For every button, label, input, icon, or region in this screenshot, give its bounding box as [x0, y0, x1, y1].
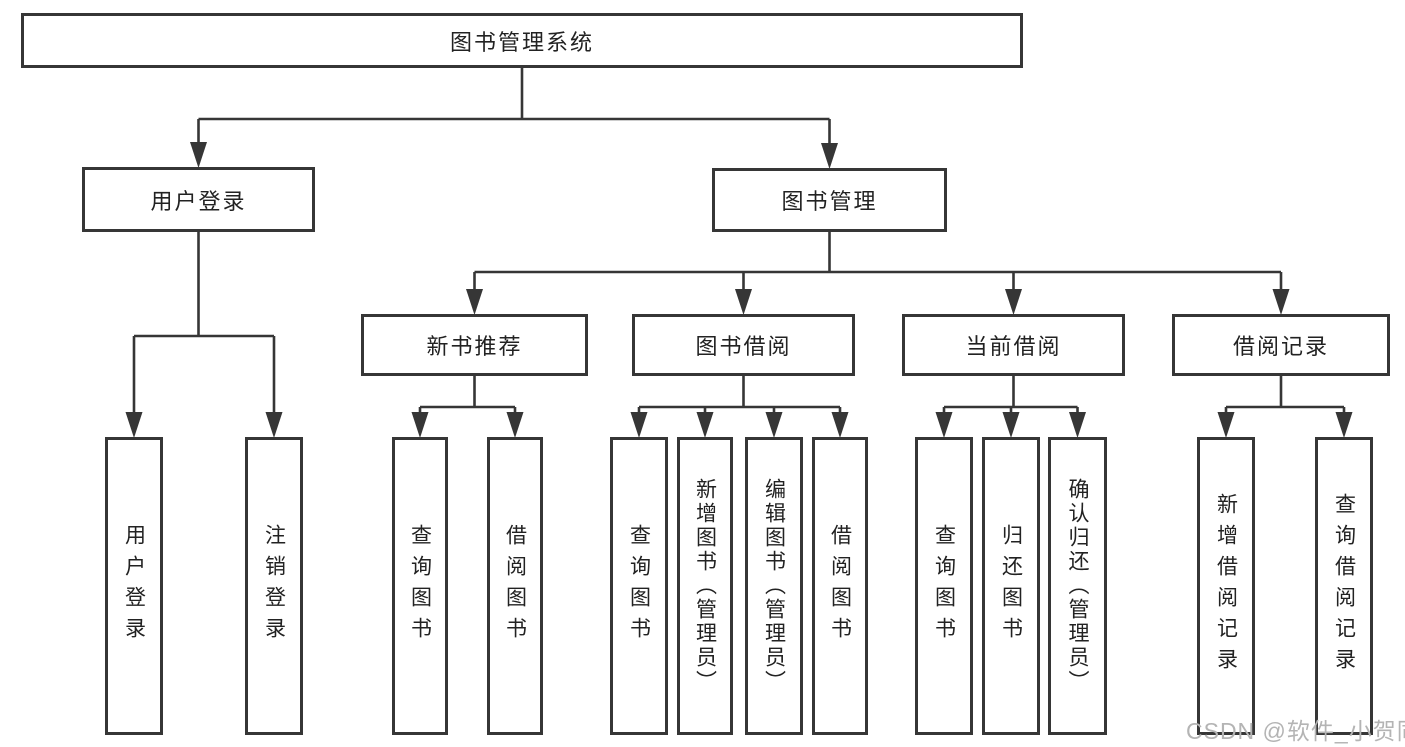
arrowhead-icon — [735, 289, 752, 315]
node-leaf-query-book-3: 查询图书 — [915, 437, 973, 735]
arrowhead-icon — [1005, 289, 1022, 315]
node-leaf-query-borrow-rec: 查询借阅记录 — [1315, 437, 1373, 735]
node-leaf-query-book-2: 查询图书 — [610, 437, 668, 735]
arrowhead-icon — [831, 412, 849, 438]
arrowhead-icon — [765, 412, 783, 438]
node-leaf-edit-book-admin: 编辑图书（管理员） — [745, 437, 803, 735]
node-leaf-query-book-1: 查询图书 — [392, 437, 448, 735]
arrowhead-icon — [1217, 412, 1235, 438]
arrowhead-icon — [466, 289, 483, 315]
node-leaf-add-book-admin: 新增图书（管理员） — [677, 437, 733, 735]
node-book-management: 图书管理 — [712, 168, 947, 232]
arrowhead-icon — [411, 412, 429, 438]
arrowhead-icon — [1335, 412, 1353, 438]
arrowhead-icon — [696, 412, 714, 438]
node-leaf-return-book: 归还图书 — [982, 437, 1040, 735]
node-current-borrowing: 当前借阅 — [902, 314, 1125, 376]
arrowhead-icon — [506, 412, 524, 438]
node-leaf-borrow-book-1: 借阅图书 — [487, 437, 543, 735]
arrowhead-icon — [935, 412, 953, 438]
node-leaf-borrow-book-2: 借阅图书 — [812, 437, 868, 735]
arrowhead-icon — [1002, 412, 1020, 438]
arrowhead-icon — [1272, 289, 1290, 315]
node-leaf-add-borrow-rec: 新增借阅记录 — [1197, 437, 1255, 735]
arrowhead-icon — [630, 412, 648, 438]
arrowhead-icon — [190, 142, 207, 168]
node-root: 图书管理系统 — [21, 13, 1023, 68]
node-borrowing-records: 借阅记录 — [1172, 314, 1390, 376]
node-leaf-logout: 注销登录 — [245, 437, 303, 735]
arrowhead-icon — [1069, 412, 1086, 438]
node-new-book-recommend: 新书推荐 — [361, 314, 588, 376]
node-user-login: 用户登录 — [82, 167, 315, 232]
arrowhead-icon — [265, 412, 283, 438]
node-leaf-user-login: 用户登录 — [105, 437, 163, 735]
watermark-text: CSDN @软件_小贺同学 — [1186, 718, 1405, 744]
arrowhead-icon — [125, 412, 143, 438]
node-leaf-confirm-return: 确认归还（管理员） — [1048, 437, 1107, 735]
node-book-borrowing: 图书借阅 — [632, 314, 855, 376]
arrowhead-icon — [821, 143, 838, 169]
